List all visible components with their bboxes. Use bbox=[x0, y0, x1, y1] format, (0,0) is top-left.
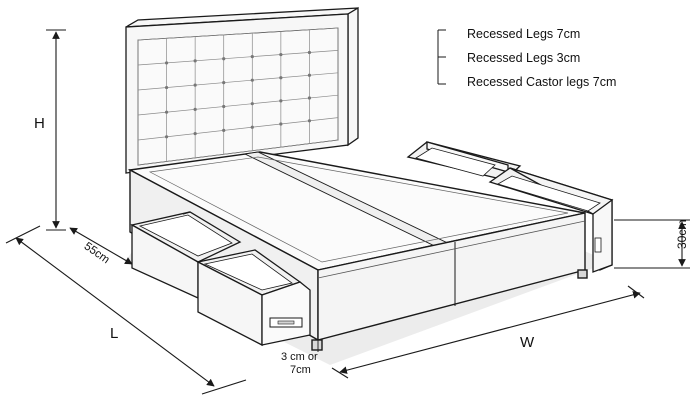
headboard-tufting bbox=[137, 27, 339, 166]
tufting-button bbox=[222, 81, 226, 85]
tufting-button bbox=[222, 57, 226, 61]
tufting-button bbox=[193, 107, 197, 111]
legend-item-recessed-legs-3cm: Recessed Legs 3cm bbox=[467, 51, 580, 65]
legend-item-recessed-legs-7cm: Recessed Legs 7cm bbox=[467, 27, 580, 41]
tufting-line bbox=[137, 50, 339, 66]
legend-bracket bbox=[437, 29, 446, 85]
tufting-button bbox=[279, 122, 283, 126]
tufting-button bbox=[193, 83, 197, 87]
leg-clearance-label-line2: 7cm bbox=[290, 364, 311, 376]
tufting-line bbox=[137, 139, 339, 166]
tufting-line bbox=[137, 72, 339, 91]
leg-clearance-label-line1: 3 cm or bbox=[281, 351, 318, 363]
tufting-button bbox=[307, 119, 312, 123]
length-label: L bbox=[110, 325, 118, 342]
legend-item-recessed-castor-legs-7cm: Recessed Castor legs 7cm bbox=[467, 75, 616, 89]
tufting-button bbox=[250, 102, 254, 106]
drawer-depth-label: 55cm bbox=[82, 240, 112, 266]
dimension-lines bbox=[5, 29, 690, 395]
tufting-button bbox=[250, 78, 254, 82]
tufting-button bbox=[164, 85, 169, 90]
tufting-button bbox=[307, 50, 312, 55]
width-label: W bbox=[520, 334, 535, 351]
height-label: H bbox=[34, 115, 45, 132]
tufting-button bbox=[307, 96, 312, 100]
tufting-line bbox=[137, 27, 339, 41]
base-height-label: 30cm bbox=[675, 220, 689, 249]
tufting-button bbox=[307, 73, 312, 77]
tufting-button bbox=[164, 61, 169, 65]
tufting-button bbox=[279, 76, 283, 80]
tufting-button bbox=[279, 99, 283, 103]
tufting-button bbox=[193, 132, 197, 136]
tufting-button bbox=[250, 125, 254, 129]
tufting-button bbox=[193, 59, 197, 63]
tufting-button bbox=[222, 104, 226, 109]
tufting-line bbox=[137, 94, 339, 116]
tufting-button bbox=[222, 128, 226, 132]
left-drawer-front bbox=[196, 249, 311, 347]
tufting-button bbox=[279, 52, 283, 57]
headboard bbox=[125, 6, 359, 174]
right-drawer-front bbox=[488, 167, 614, 273]
tufting-line bbox=[137, 117, 339, 141]
tufting-button bbox=[164, 110, 169, 114]
tufting-button bbox=[250, 55, 254, 59]
tufting-button bbox=[164, 135, 169, 139]
